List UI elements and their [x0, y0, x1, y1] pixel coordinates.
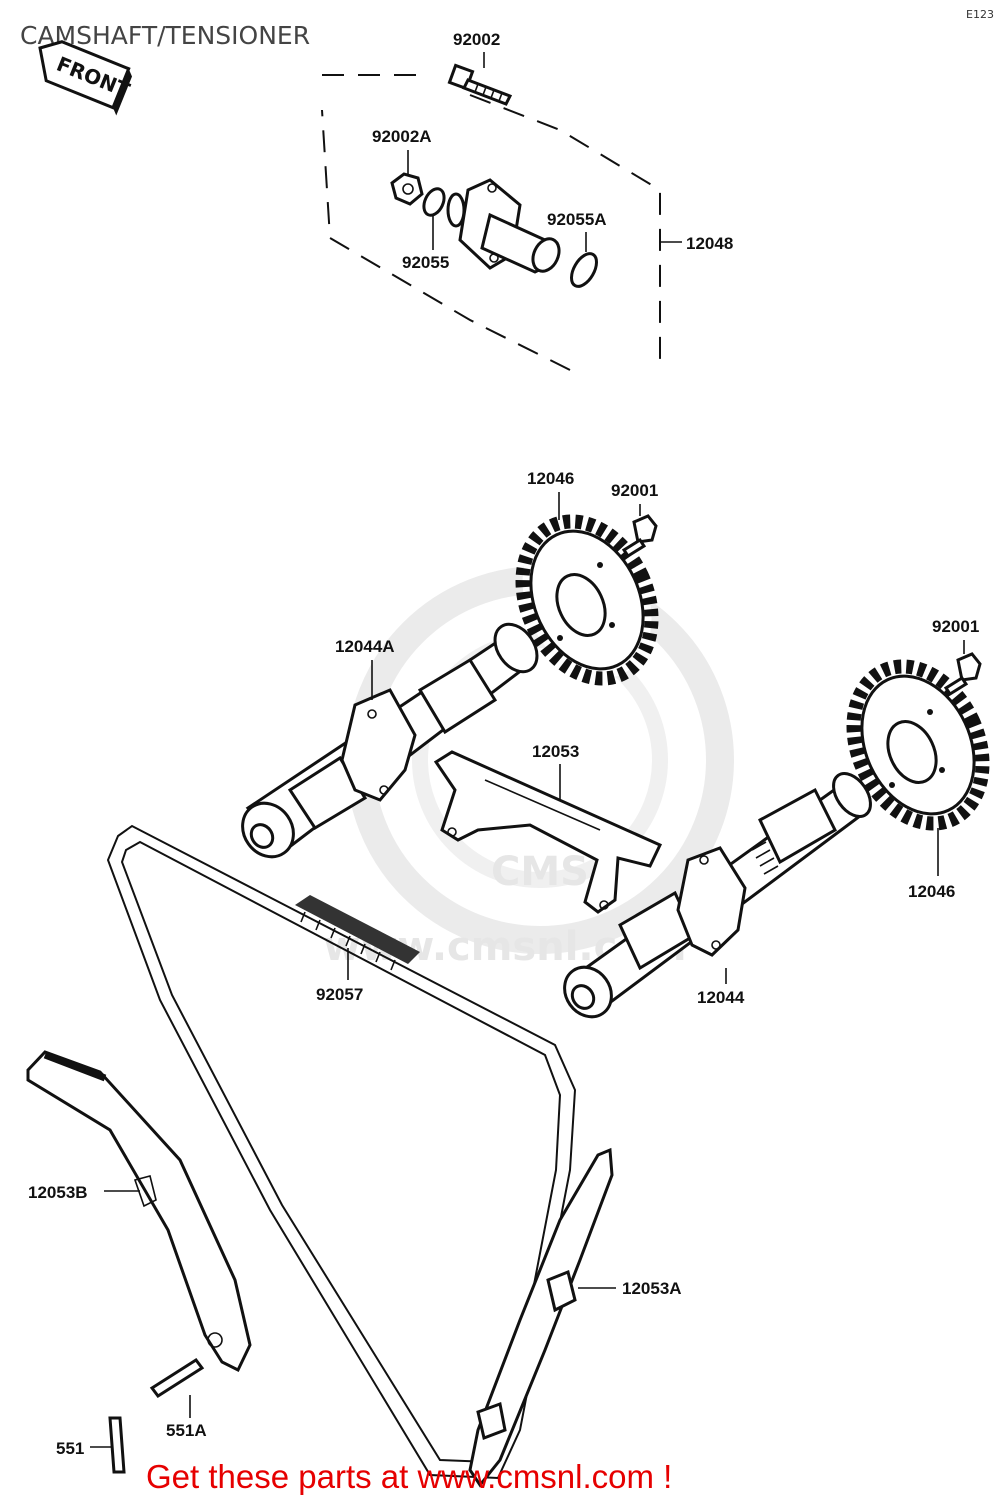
label-92002A: 92002A	[372, 127, 432, 146]
camshaft-12044	[563, 772, 872, 1019]
bolt-92002-icon	[447, 63, 513, 106]
chain-guide-12053A	[468, 1147, 614, 1488]
pin-551A-icon	[149, 1357, 205, 1399]
label-92001-top: 92001	[611, 481, 658, 500]
label-12048: 12048	[686, 234, 733, 253]
bolt-92001-right-icon	[943, 652, 982, 697]
front-arrow-icon: FRONT	[38, 40, 133, 116]
footer-link[interactable]: Get these parts at www.cmsnl.com !	[146, 1458, 672, 1495]
sprocket-upper	[515, 514, 659, 686]
label-12053B: 12053B	[28, 1183, 88, 1202]
label-12044: 12044	[697, 988, 745, 1007]
label-92057: 92057	[316, 985, 363, 1004]
label-551: 551	[56, 1439, 84, 1458]
sprocket-right	[846, 659, 990, 831]
o-ring-92055-icon	[422, 187, 446, 217]
label-12046-top: 12046	[527, 469, 574, 488]
label-92055A: 92055A	[547, 210, 607, 229]
watermark-logo: CMS	[491, 849, 589, 895]
tensioner-assembly: 92002 92002A 92055 92055A 12048	[321, 30, 733, 371]
pin-551-icon	[108, 1416, 126, 1474]
label-12053A: 12053A	[622, 1279, 682, 1298]
tensioner-body-icon	[446, 178, 561, 274]
label-92055: 92055	[402, 253, 449, 272]
chain-guide-bracket-12053	[433, 750, 663, 914]
chain-guide-12053B	[26, 1050, 252, 1373]
label-12044A: 12044A	[335, 637, 395, 656]
label-551A: 551A	[166, 1421, 207, 1440]
camshaft-12044A	[241, 622, 539, 859]
label-12053: 12053	[532, 742, 579, 761]
label-92001-right: 92001	[932, 617, 979, 636]
label-92002: 92002	[453, 30, 500, 49]
bolt-92001-top-icon	[621, 514, 658, 559]
o-ring-92055A-icon	[570, 252, 598, 288]
diagram-code: E123	[966, 8, 994, 21]
label-12046-right: 12046	[908, 882, 955, 901]
cap-nut-92002A-icon	[390, 172, 424, 206]
